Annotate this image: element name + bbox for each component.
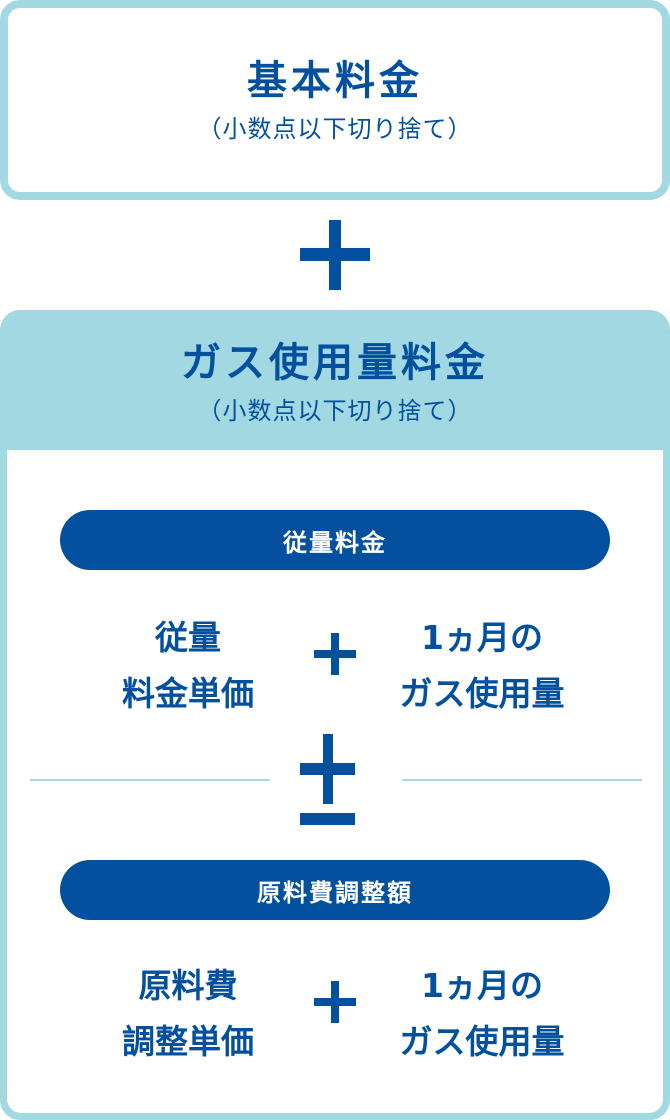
plus-minus-icon (300, 734, 355, 826)
monthly-gas-usage-label: 1ヵ月の ガス使用量 (372, 958, 592, 1070)
adjustment-unit-price-label: 原料費 調整単価 (78, 958, 298, 1070)
formula-text-line: ガス使用量 (399, 674, 565, 713)
formula-text-line: 調整単価 (122, 1022, 254, 1061)
section-label-volume-charge: 従量料金 (60, 510, 610, 570)
volume-unit-price-label: 従量 料金単価 (78, 610, 298, 722)
plus-icon (300, 220, 370, 290)
divider-line (30, 779, 270, 781)
formula-text-line: 従量 (155, 618, 221, 657)
monthly-gas-usage-label: 1ヵ月の ガス使用量 (372, 610, 592, 722)
basic-fee-title: 基本料金 (247, 57, 423, 104)
formula-text-line: 1ヵ月の (421, 966, 543, 1005)
formula-text-line: ガス使用量 (399, 1022, 565, 1061)
formula-text-line: 原料費 (138, 966, 238, 1005)
divider-line (402, 779, 642, 781)
section-label-fuel-cost-adjustment: 原料費調整額 (60, 860, 610, 920)
formula-text-line: 料金単価 (122, 674, 254, 713)
gas-usage-fee-header: ガス使用量料金 （小数点以下切り捨て） (0, 310, 670, 450)
formula-text-line: 1ヵ月の (421, 618, 543, 657)
gas-usage-fee-title: ガス使用量料金 (181, 339, 489, 386)
volume-charge-formula: 従量 料金単価 1ヵ月の ガス使用量 (7, 610, 663, 720)
basic-fee-note: （小数点以下切り捨て） (197, 114, 473, 143)
plus-icon (314, 981, 356, 1023)
basic-fee-box: 基本料金 （小数点以下切り捨て） (0, 0, 670, 200)
fuel-cost-adjustment-formula: 原料費 調整単価 1ヵ月の ガス使用量 (7, 958, 663, 1068)
gas-usage-fee-note: （小数点以下切り捨て） (197, 396, 473, 425)
gas-usage-fee-body: 従量料金 従量 料金単価 1ヵ月の ガス使用量 原料費調整額 原料費 調整単価 (7, 450, 663, 1113)
plus-icon (314, 633, 356, 675)
gas-usage-fee-box: ガス使用量料金 （小数点以下切り捨て） 従量料金 従量 料金単価 1ヵ月の ガス… (0, 310, 670, 1120)
